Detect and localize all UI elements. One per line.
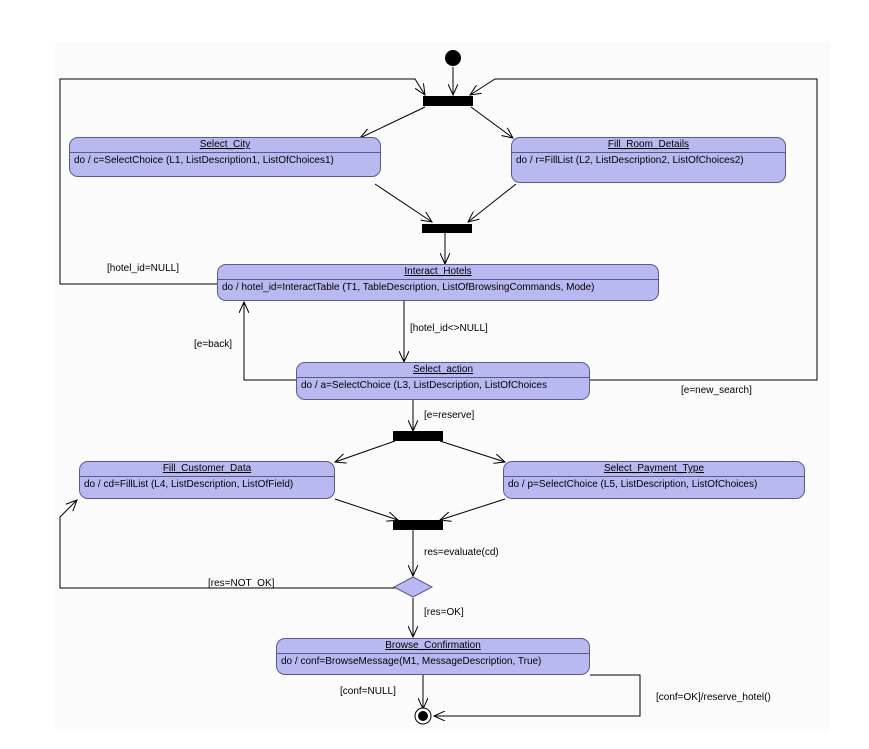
edge-hotel-null-loop <box>59 78 425 285</box>
state-action: do / cd=FillList (L4, ListDescription, L… <box>84 479 294 490</box>
state-select-action: Select_action do / a=SelectChoice (L3, L… <box>296 362 590 400</box>
state-action: do / conf=BrowseMessage(M1, MessageDescr… <box>281 656 542 667</box>
fork-bar-2 <box>393 431 443 441</box>
fork-bar-1 <box>423 96 473 106</box>
state-name: Select_City <box>70 138 380 153</box>
join-bar-2 <box>393 520 443 530</box>
state-name: Select_Payment_Type <box>504 462 804 477</box>
state-fill-room-details: Fill_Room_Details do / r=FillList (L2, L… <box>511 137 786 183</box>
edge-fork2-customer <box>335 440 396 462</box>
edge-res-not-ok <box>59 500 398 589</box>
state-name: Fill_Customer_Data <box>80 462 334 477</box>
edge-fork1-select-city <box>360 106 426 138</box>
decision-node <box>392 576 434 598</box>
state-action: do / hotel_id=InteractTable (T1, TableDe… <box>222 282 595 293</box>
edge-fill-room-join1 <box>468 183 517 222</box>
guard-res-ok: [res=OK] <box>424 607 464 618</box>
state-select-payment-type: Select_Payment_Type do / p=SelectChoice … <box>503 461 805 499</box>
guard-conf-ok: [conf=OK]/reserve_hotel() <box>656 692 771 703</box>
edge-payment-join2 <box>440 498 506 520</box>
edge-customer-join2 <box>334 498 398 520</box>
guard-res-evaluate: res=evaluate(cd) <box>424 547 499 558</box>
join-bar-1 <box>422 224 472 233</box>
state-fill-customer-data: Fill_Customer_Data do / cd=FillList (L4,… <box>79 461 335 499</box>
guard-conf-null: [conf=NULL] <box>340 686 396 697</box>
state-name: Interact_Hotels <box>218 265 658 280</box>
guard-hotel-id-null: [hotel_id=NULL] <box>107 263 179 274</box>
edge-back <box>244 302 297 381</box>
state-action: do / c=SelectChoice (L1, ListDescription… <box>74 155 334 166</box>
guard-e-back: [e=back] <box>194 339 233 350</box>
edge-select-city-join1 <box>374 183 432 222</box>
edge-new-search <box>470 78 818 381</box>
state-action: do / r=FillList (L2, ListDescription2, L… <box>516 155 744 166</box>
guard-e-new-search: [e=new_search] <box>681 385 752 396</box>
guard-e-reserve: [e=reserve] <box>424 410 475 421</box>
state-name: Select_action <box>297 363 589 378</box>
state-select-city: Select_City do / c=SelectChoice (L1, Lis… <box>69 137 381 177</box>
state-action: do / a=SelectChoice (L3, ListDescription… <box>301 380 547 391</box>
edge-conf-ok <box>434 674 641 716</box>
final-node-core <box>418 711 428 721</box>
state-action: do / p=SelectChoice (L5, ListDescription… <box>508 479 758 490</box>
edge-fork1-fill-room <box>470 106 513 138</box>
guard-res-not-ok: [res=NOT_OK] <box>208 578 275 589</box>
state-name: Fill_Room_Details <box>512 138 785 153</box>
guard-hotel-id-not-null: [hotel_id<>NULL] <box>410 323 488 334</box>
state-interact-hotels: Interact_Hotels do / hotel_id=InteractTa… <box>217 264 659 301</box>
state-name: Browse_Confirmation <box>277 639 589 654</box>
edge-fork2-payment <box>439 440 505 462</box>
initial-node <box>445 50 461 66</box>
state-browse-confirmation: Browse_Confirmation do / conf=BrowseMess… <box>276 638 590 675</box>
